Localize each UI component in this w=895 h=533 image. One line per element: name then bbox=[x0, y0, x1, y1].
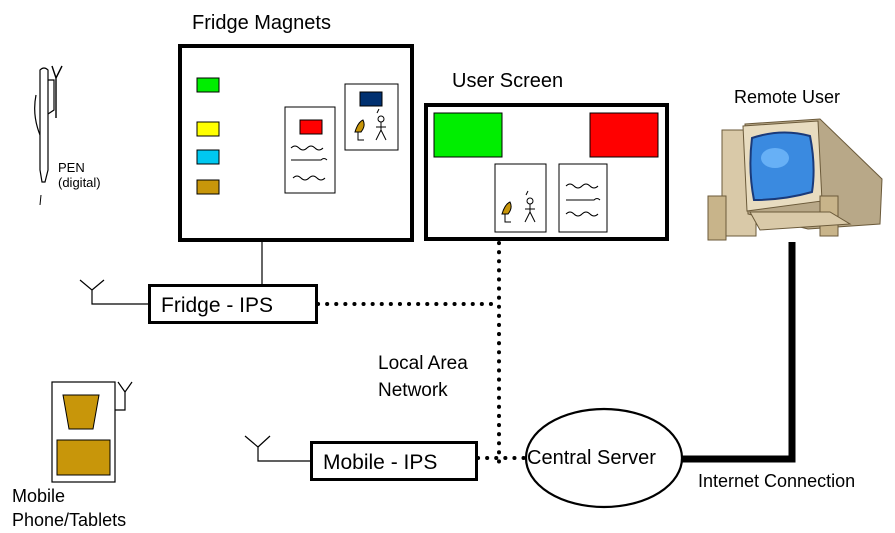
central-server-label: Central Server bbox=[527, 447, 656, 469]
mobile-phone-antenna-icon bbox=[115, 381, 126, 411]
user-screen-title: User Screen bbox=[452, 70, 564, 92]
lan-label: Local Area bbox=[378, 353, 468, 374]
mobile-ips-antenna-icon bbox=[244, 435, 310, 462]
pen-label: PEN bbox=[58, 160, 85, 175]
digital-pen-icon bbox=[34, 65, 63, 206]
fridge-ips-antenna-icon bbox=[79, 279, 148, 305]
red-magnet bbox=[299, 119, 323, 135]
figure-drawing-icon bbox=[354, 119, 365, 133]
gold-magnet bbox=[196, 179, 220, 195]
internet-connection-label: Internet Connection bbox=[698, 471, 856, 491]
scribble-icon bbox=[290, 145, 324, 151]
screen-photo-card bbox=[494, 163, 547, 233]
screen-red-tile bbox=[589, 112, 659, 158]
cyan-magnet bbox=[196, 149, 220, 165]
green-magnet bbox=[196, 77, 220, 93]
remote-user-title: Remote User bbox=[734, 87, 841, 107]
mobile-label: Mobile bbox=[12, 486, 66, 506]
mobile-ips-box: Mobile - IPS bbox=[310, 441, 478, 481]
fridge-ips-box: Fridge - IPS bbox=[148, 284, 318, 324]
internet-connection-line bbox=[679, 242, 796, 463]
mobile-ips-label: Mobile - IPS bbox=[323, 451, 438, 474]
yellow-magnet bbox=[196, 121, 220, 137]
remote-computer-icon bbox=[707, 118, 883, 241]
mobile-sub-label: Phone/Tablets bbox=[12, 510, 127, 530]
fridge-ips-label: Fridge - IPS bbox=[161, 294, 274, 317]
screen-green-tile bbox=[433, 112, 503, 158]
navy-magnet bbox=[359, 91, 383, 107]
central-server-ellipse bbox=[524, 407, 684, 509]
screen-note-card bbox=[558, 163, 608, 233]
fridge-magnets-title: Fridge Magnets bbox=[192, 12, 331, 34]
pen-sub-label: (digital) bbox=[58, 175, 101, 190]
lan-sub-label: Network bbox=[378, 380, 448, 401]
mobile-phone-icon bbox=[51, 381, 116, 483]
